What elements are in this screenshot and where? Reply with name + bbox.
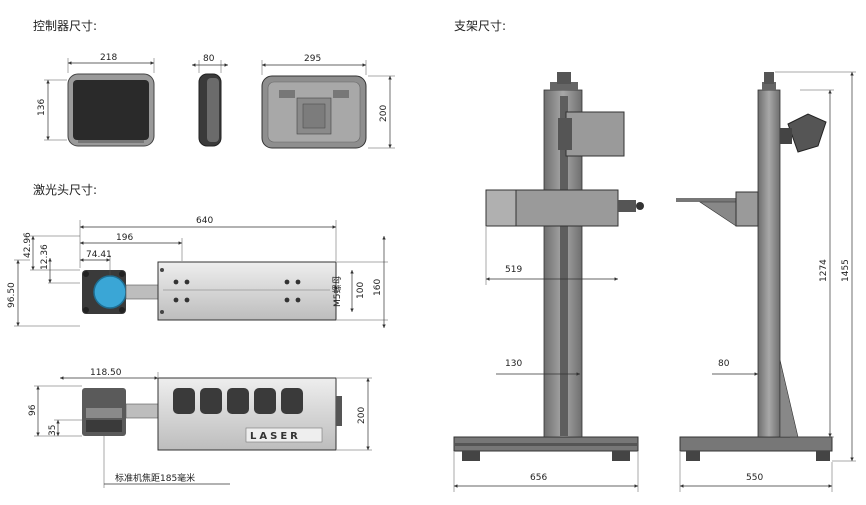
dim-1455: 1455 (775, 71, 856, 462)
svg-text:42.96: 42.96 (23, 232, 33, 258)
stand-size-title: 支架尺寸: (454, 19, 507, 33)
svg-text:519: 519 (505, 265, 522, 275)
controller-size-title: 控制器尺寸: (33, 19, 98, 33)
svg-text:196: 196 (116, 233, 133, 243)
svg-text:1455: 1455 (841, 259, 851, 282)
svg-text:200: 200 (379, 105, 389, 122)
svg-text:标准机焦距185毫米: 标准机焦距185毫米 (115, 472, 195, 484)
dim-100: 100 (350, 270, 366, 312)
svg-text:656: 656 (530, 473, 547, 483)
svg-text:1274: 1274 (819, 259, 829, 282)
controller-back-view (261, 75, 367, 149)
dim-1274: 1274 (790, 89, 834, 438)
svg-text:136: 136 (37, 99, 47, 116)
dim-200-controller: 200 (368, 75, 395, 149)
svg-text:35: 35 (48, 425, 58, 436)
svg-text:80: 80 (718, 359, 730, 369)
dim-218: 218 (67, 53, 155, 73)
dim-295: 295 (261, 54, 367, 75)
dim-136: 136 (37, 79, 67, 141)
dim-118-50: 118.50 (60, 368, 159, 380)
svg-text:118.50: 118.50 (90, 368, 122, 378)
svg-text:160: 160 (373, 279, 383, 296)
dim-196: 196 (80, 233, 183, 261)
dim-35: 35 (48, 419, 82, 436)
svg-text:74.41: 74.41 (86, 250, 112, 260)
dim-12-36: 12.36 (40, 244, 80, 284)
stand-side-view (676, 72, 833, 461)
svg-text:100: 100 (356, 282, 366, 299)
laser-panel-text: LASER (250, 431, 301, 442)
cooling-fins (173, 388, 303, 414)
svg-text:96.50: 96.50 (7, 282, 17, 308)
svg-text:130: 130 (505, 359, 522, 369)
svg-text:640: 640 (196, 216, 213, 226)
lens-circle (93, 275, 127, 309)
dim-519: 519 (485, 227, 618, 285)
svg-text:12.36: 12.36 (40, 244, 50, 270)
dim-200-head: 200 (337, 377, 372, 451)
svg-text:80: 80 (203, 54, 215, 64)
dim-160: 160 (337, 236, 388, 328)
m5-nut-label: M5螺母 (332, 276, 343, 308)
controller-side-view (198, 73, 222, 147)
svg-text:295: 295 (304, 54, 321, 64)
svg-text:550: 550 (746, 473, 763, 483)
dim-80: 80 (192, 54, 228, 73)
dim-130: 130 (496, 359, 580, 376)
laser-head-size-title: 激光头尺寸: (33, 183, 98, 197)
dim-42-96: 42.96 (23, 232, 80, 271)
focal-distance-note: 标准机焦距185毫米 (103, 436, 230, 488)
svg-text:200: 200 (357, 407, 367, 424)
laser-head-side-view: LASER (82, 377, 342, 451)
dim-96-50: 96.50 (7, 259, 80, 327)
stand-front-view (453, 72, 644, 461)
svg-text:218: 218 (100, 53, 117, 63)
dim-550: 550 (679, 452, 833, 492)
svg-text:96: 96 (28, 404, 38, 416)
dim-74-41: 74.41 (80, 250, 112, 276)
controller-screen (73, 80, 149, 140)
dim-656: 656 (453, 452, 639, 492)
dim-80-stand: 80 (712, 359, 758, 376)
controller-front-view (67, 73, 155, 147)
laser-head-top-view (82, 261, 337, 321)
